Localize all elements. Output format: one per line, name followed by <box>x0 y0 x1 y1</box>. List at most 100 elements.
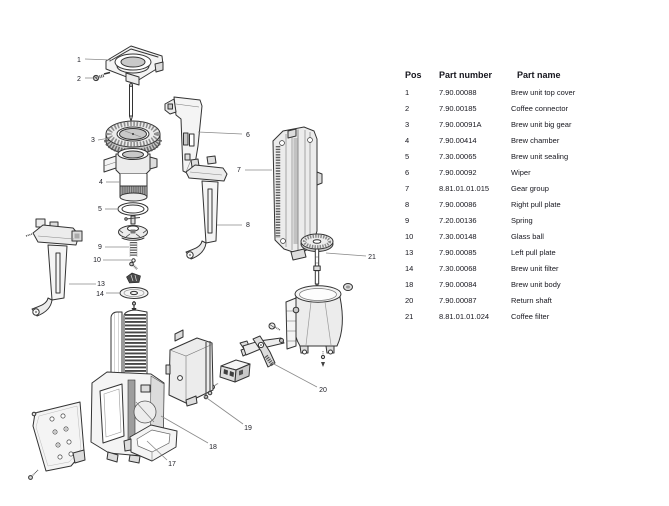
cell-pos: 4 <box>405 136 410 145</box>
part-small-screw-clip <box>126 261 141 284</box>
cell-pos: 10 <box>405 232 414 241</box>
callout-labels: 1 2 3 4 5 6 7 8 9 10 13 14 17 18 19 20 2… <box>77 57 376 468</box>
callout-18: 18 <box>209 444 217 451</box>
table-row: 9 7.20.00136 Spring <box>405 213 665 229</box>
cell-pos: 8 <box>405 200 410 209</box>
header-name: Part name <box>517 70 561 80</box>
table-row: 3 7.90.00091A Brew unit big gear <box>405 117 665 133</box>
cell-pos: 20 <box>405 296 414 305</box>
table-row: 20 7.90.00087 Return shaft <box>405 293 665 309</box>
part-brew-unit-filter <box>119 287 149 313</box>
cell-part-number: 7.90.00088 <box>439 88 477 97</box>
cell-part-name: Brew unit body <box>511 280 561 289</box>
table-row: 13 7.90.00085 Left pull plate <box>405 245 665 261</box>
callout-13: 13 <box>97 281 105 288</box>
part-screw-plate <box>28 401 86 480</box>
cell-pos: 9 <box>405 216 410 225</box>
cell-part-name: Coffee connector <box>511 104 568 113</box>
leader-line-21 <box>325 252 367 257</box>
callout-14: 14 <box>96 291 104 298</box>
cell-pos: 1 <box>405 88 410 97</box>
cell-part-number: 7.90.00091A <box>439 120 482 129</box>
parts-table-header: Pos Part number Part name <box>405 67 665 83</box>
cell-pos: 18 <box>405 280 414 289</box>
cell-part-name: Wiper <box>511 168 531 177</box>
cell-part-name: Left pull plate <box>511 248 556 257</box>
cell-part-number: 7.90.00092 <box>439 168 477 177</box>
cell-part-number: 7.90.00084 <box>439 280 477 289</box>
table-row: 8 7.90.00086 Right pull plate <box>405 197 665 213</box>
part-spring <box>129 242 138 257</box>
cell-part-name: Brew unit big gear <box>511 120 572 129</box>
cell-part-number: 7.30.00068 <box>439 264 477 273</box>
callout-19: 19 <box>244 425 252 432</box>
part-piston <box>118 215 148 241</box>
callout-6: 6 <box>246 132 250 139</box>
cell-pos: 3 <box>405 120 410 129</box>
cell-part-name: Right pull plate <box>511 200 561 209</box>
part-brew-unit-big-gear <box>104 120 162 156</box>
header-number: Part number <box>439 70 493 80</box>
part-brew-chamber <box>103 148 158 202</box>
leader-line-1 <box>84 58 113 61</box>
callout-20: 20 <box>319 387 327 394</box>
callout-8: 8 <box>246 222 250 229</box>
callout-4: 4 <box>99 179 103 186</box>
cell-pos: 5 <box>405 152 410 161</box>
cell-part-number: 7.30.00148 <box>439 232 477 241</box>
callout-17: 17 <box>168 461 176 468</box>
cell-part-name: Brew unit filter <box>511 264 559 273</box>
cell-part-name: Return shaft <box>511 296 552 305</box>
leader-line-17 <box>146 440 168 461</box>
header-pos: Pos <box>405 70 422 80</box>
leader-line-3 <box>97 137 111 141</box>
cell-part-number: 7.20.00136 <box>439 216 477 225</box>
callout-21: 21 <box>368 254 376 261</box>
cell-part-number: 7.90.00086 <box>439 200 477 209</box>
part-connector-block <box>210 359 251 390</box>
exploded-parts-diagram: 1 2 3 4 5 6 7 8 9 10 13 14 17 18 19 20 2… <box>25 45 376 480</box>
cell-part-number: 7.90.00414 <box>439 136 477 145</box>
callout-10: 10 <box>93 257 101 264</box>
callout-2: 2 <box>77 76 81 83</box>
cell-part-name: Spring <box>511 216 533 225</box>
part-bottom-tray <box>123 424 178 462</box>
part-funnel-body <box>268 283 353 367</box>
part-center-rod <box>129 83 133 122</box>
cell-part-number: 7.30.00065 <box>439 152 477 161</box>
leader-line-6 <box>197 131 243 135</box>
part-brew-unit-sealing <box>117 202 149 216</box>
cell-part-number: 7.90.00185 <box>439 104 477 113</box>
cell-pos: 13 <box>405 248 414 257</box>
cell-part-number: 7.90.00085 <box>439 248 477 257</box>
part-side-panel <box>165 329 214 407</box>
table-row: 4 7.90.00414 Brew chamber <box>405 133 665 149</box>
cell-part-number: 7.90.00087 <box>439 296 477 305</box>
cell-pos: 2 <box>405 104 410 113</box>
part-left-pull-plate <box>25 218 83 317</box>
callout-5: 5 <box>98 206 102 213</box>
table-row: 2 7.90.00185 Coffee connector <box>405 101 665 117</box>
part-right-pull-plate <box>185 155 228 260</box>
part-coffee-connector <box>92 71 111 82</box>
part-coffee-filter <box>300 233 334 290</box>
callout-9: 9 <box>98 244 102 251</box>
callout-7: 7 <box>237 167 241 174</box>
leader-lines <box>69 58 367 461</box>
cell-part-number: 8.81.01.01.024 <box>439 312 490 321</box>
table-row: 18 7.90.00084 Brew unit body <box>405 277 665 293</box>
cell-part-name: Brew chamber <box>511 136 560 145</box>
callout-1: 1 <box>77 57 81 64</box>
part-brew-unit-top-cover <box>105 45 164 86</box>
cell-pos: 7 <box>405 184 410 193</box>
cell-pos: 14 <box>405 264 414 273</box>
cell-part-name: Glass ball <box>511 232 544 241</box>
